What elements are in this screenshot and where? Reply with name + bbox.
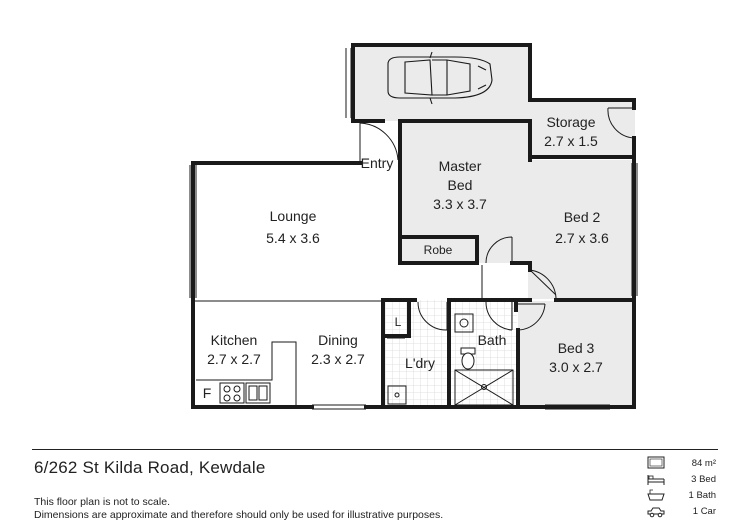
laundry-door-swing bbox=[417, 301, 448, 331]
property-address: 6/262 St Kilda Road, Kewdale bbox=[34, 458, 266, 477]
bed2-size: 2.7 x 3.6 bbox=[555, 230, 609, 246]
garage-door-frame bbox=[345, 48, 352, 118]
bed3-door-swing bbox=[517, 303, 546, 331]
dining-size: 2.3 x 2.7 bbox=[311, 351, 365, 367]
master-bed-floor bbox=[401, 121, 528, 263]
bed2-door-swing bbox=[529, 269, 557, 299]
linen-wall bbox=[385, 298, 411, 338]
floor-plan: Lounge 5.4 x 3.6 Master Bed 3.3 x 3.7 St… bbox=[189, 43, 638, 410]
garage-floor bbox=[353, 44, 528, 121]
bath-icon bbox=[647, 489, 665, 501]
storage-size: 2.7 x 1.5 bbox=[544, 133, 598, 149]
laundry-trough-icon bbox=[387, 385, 407, 405]
bed2-floor bbox=[528, 160, 635, 299]
dining-window bbox=[312, 404, 366, 410]
storage-window bbox=[631, 163, 638, 296]
garage-wall bbox=[351, 43, 532, 123]
bath-door-swing bbox=[485, 301, 513, 331]
floor-area-icon bbox=[647, 456, 665, 469]
fridge-label: F bbox=[203, 385, 212, 401]
disclaimer-line1: This floor plan is not to scale. bbox=[34, 496, 170, 508]
laundry-tiles bbox=[383, 300, 447, 406]
bath-label: Bath bbox=[478, 332, 507, 348]
lounge-label: Lounge bbox=[270, 208, 317, 224]
bed2-label: Bed 2 bbox=[564, 209, 601, 225]
linen-label: L bbox=[395, 315, 402, 329]
bed-icon bbox=[647, 475, 665, 485]
robe-wall bbox=[398, 235, 479, 265]
entry-label: Entry bbox=[361, 155, 394, 171]
shower-icon bbox=[454, 369, 514, 406]
storage-door-swing bbox=[607, 107, 635, 139]
disclaimer-line2: Dimensions are approximate and therefore… bbox=[34, 509, 444, 521]
bed3-floor bbox=[518, 301, 635, 407]
bed3-size: 3.0 x 2.7 bbox=[549, 359, 603, 375]
kitchen-size: 2.7 x 2.7 bbox=[207, 351, 261, 367]
dining-label: Dining bbox=[318, 332, 358, 348]
car-count-icon bbox=[647, 507, 665, 518]
master-door-swing bbox=[485, 236, 513, 264]
master-bed-size: 3.3 x 3.7 bbox=[433, 196, 487, 212]
lounge-window bbox=[189, 165, 197, 298]
lounge-size: 5.4 x 3.6 bbox=[266, 230, 320, 246]
cooktop bbox=[219, 382, 245, 404]
laundry-label: L'dry bbox=[405, 355, 435, 371]
bath-count: 1 Bath bbox=[688, 490, 716, 501]
bed3-label: Bed 3 bbox=[558, 340, 595, 356]
master-bed-label-line1: Master bbox=[439, 158, 482, 174]
car-icon bbox=[387, 51, 493, 105]
kitchen-label: Kitchen bbox=[211, 332, 258, 348]
floor-area-value: 84 m² bbox=[691, 458, 716, 469]
storage-floor bbox=[528, 100, 635, 157]
footer-divider bbox=[32, 449, 718, 450]
car-count: 1 Car bbox=[692, 506, 716, 517]
bed-count: 3 Bed bbox=[691, 474, 716, 485]
vanity-icon bbox=[454, 313, 474, 333]
storage-label: Storage bbox=[546, 114, 595, 130]
toilet-icon bbox=[460, 347, 476, 370]
robe-label: Robe bbox=[424, 243, 453, 257]
bed3-window bbox=[545, 404, 610, 410]
storage-wall bbox=[528, 98, 636, 110]
kitchen-left-wall bbox=[191, 298, 314, 409]
sink-icon bbox=[245, 382, 271, 404]
master-bed-label-line2: Bed bbox=[448, 177, 473, 193]
kitchen-bench bbox=[196, 341, 297, 405]
entry-door-swing bbox=[359, 122, 399, 163]
